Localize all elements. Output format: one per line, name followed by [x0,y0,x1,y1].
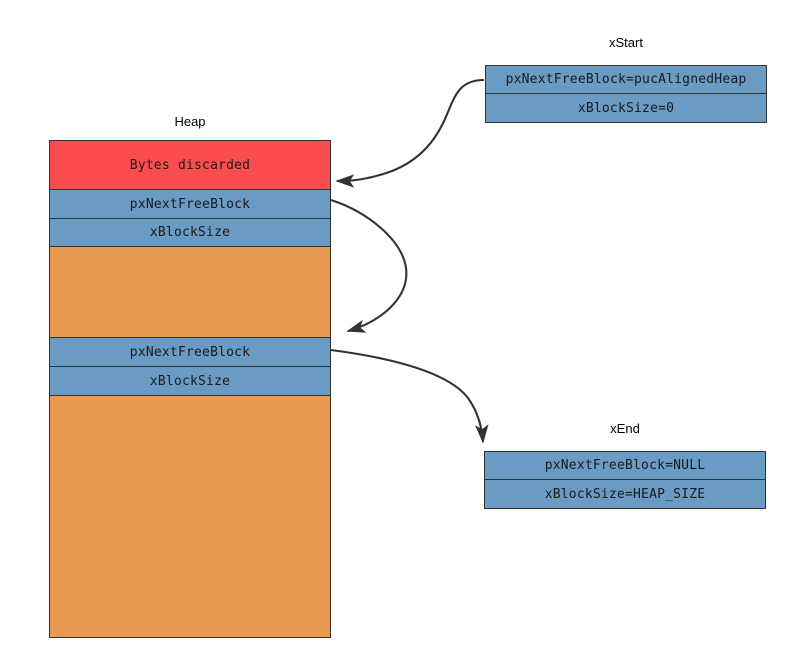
arrow-xstart-to-first-block [335,78,485,188]
heap-band-free-memory-1 [50,247,330,338]
heap-band-pxnextfreeblock-1: pxNextFreeBlock [50,190,330,219]
arrow-first-block-to-second-block [330,199,408,333]
heap-band-label: xBlockSize [149,225,231,240]
xend-struct-box: pxNextFreeBlock=NULL xBlockSize=HEAP_SIZ… [484,451,766,509]
heap-band-xblocksize-2: xBlockSize [50,367,330,396]
heap-band-label: xBlockSize [149,373,231,389]
heap-title: Heap [174,114,206,129]
xend-row-pxnextfreeblock: pxNextFreeBlock=NULL [485,452,765,480]
heap-band-pxnextfreeblock-2: pxNextFreeBlock [50,338,330,367]
xend-row-label: pxNextFreeBlock=NULL [544,458,706,473]
xend-row-xblocksize: xBlockSize=HEAP_SIZE [485,480,765,508]
heap-band-bytes-discarded: Bytes discarded [50,141,330,190]
heap-column: Bytes discarded pxNextFreeBlock xBlockSi… [49,140,331,638]
xstart-row-pxnextfreeblock: pxNextFreeBlock=pucAlignedHeap [486,66,766,94]
xstart-struct-box: pxNextFreeBlock=pucAlignedHeap xBlockSiz… [485,65,767,123]
heap-band-free-memory-2 [50,396,330,636]
heap-band-label: pxNextFreeBlock [129,344,251,360]
xstart-row-xblocksize: xBlockSize=0 [486,94,766,122]
heap-band-xblocksize-1: xBlockSize [50,219,330,247]
heap-band-label: pxNextFreeBlock [129,196,251,212]
xstart-row-label: xBlockSize=0 [577,100,675,116]
xstart-title: xStart [609,35,643,50]
arrow-second-block-to-xend [330,348,489,444]
xstart-row-label: pxNextFreeBlock=pucAlignedHeap [505,72,747,87]
xend-title: xEnd [610,421,640,436]
xend-row-label: xBlockSize=HEAP_SIZE [544,486,706,502]
heap-band-label: Bytes discarded [129,157,251,173]
